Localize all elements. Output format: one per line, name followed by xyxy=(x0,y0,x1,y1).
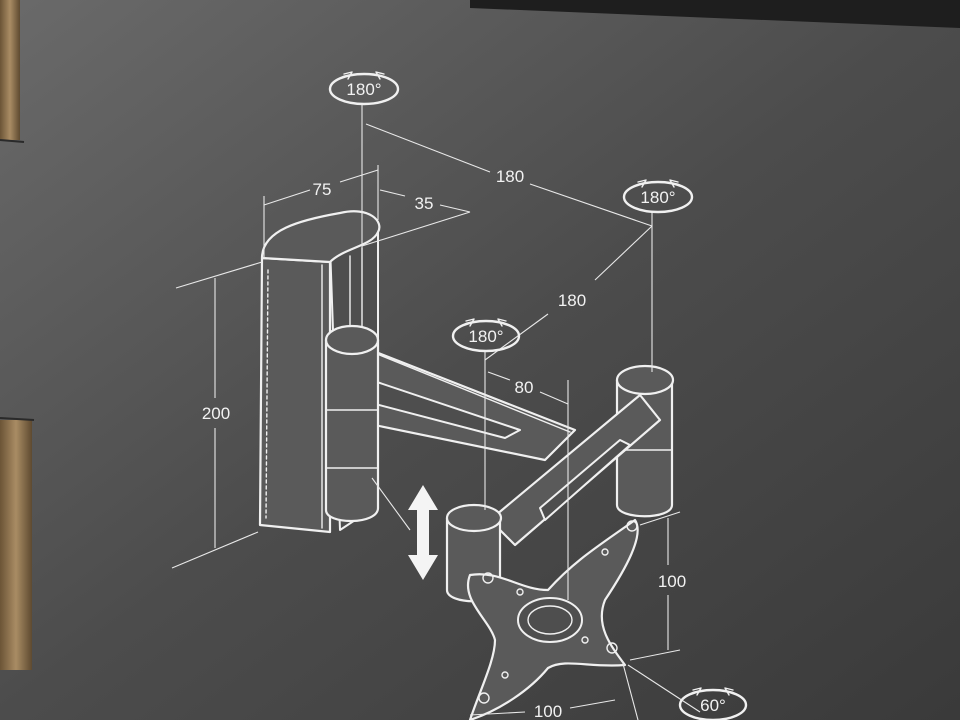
arm-2 xyxy=(488,393,662,547)
dimension-arm-length-2: 180 xyxy=(558,291,586,310)
rotation-marker-middle xyxy=(622,179,694,214)
post-pivot xyxy=(324,324,380,523)
cardboard-edge-bottom xyxy=(0,420,32,670)
vesa-plate xyxy=(467,518,639,720)
rotation-label-wall: 180° xyxy=(346,80,381,99)
rotation-label-head: 180° xyxy=(468,327,503,346)
rotation-label-tilt: 60° xyxy=(700,696,726,715)
dimension-depth: 35 xyxy=(415,194,434,213)
dimension-width: 75 xyxy=(313,180,332,199)
rotation-marker-head xyxy=(451,318,521,353)
cardboard-edge-top xyxy=(0,0,20,140)
rotation-label-middle: 180° xyxy=(640,188,675,207)
dimension-lines xyxy=(171,104,701,720)
rotation-marker-wall xyxy=(328,71,400,106)
dimension-vesa-horizontal: 100 xyxy=(534,702,562,720)
dimension-vesa-vertical: 100 xyxy=(658,572,686,591)
box-edge-shadow xyxy=(470,0,960,28)
rotation-marker-tilt xyxy=(678,687,748,720)
dimension-offset: 80 xyxy=(515,378,534,397)
dimension-height: 200 xyxy=(202,404,230,423)
dimension-arm-length-1: 180 xyxy=(496,167,524,186)
up-down-arrow-icon xyxy=(371,477,438,580)
